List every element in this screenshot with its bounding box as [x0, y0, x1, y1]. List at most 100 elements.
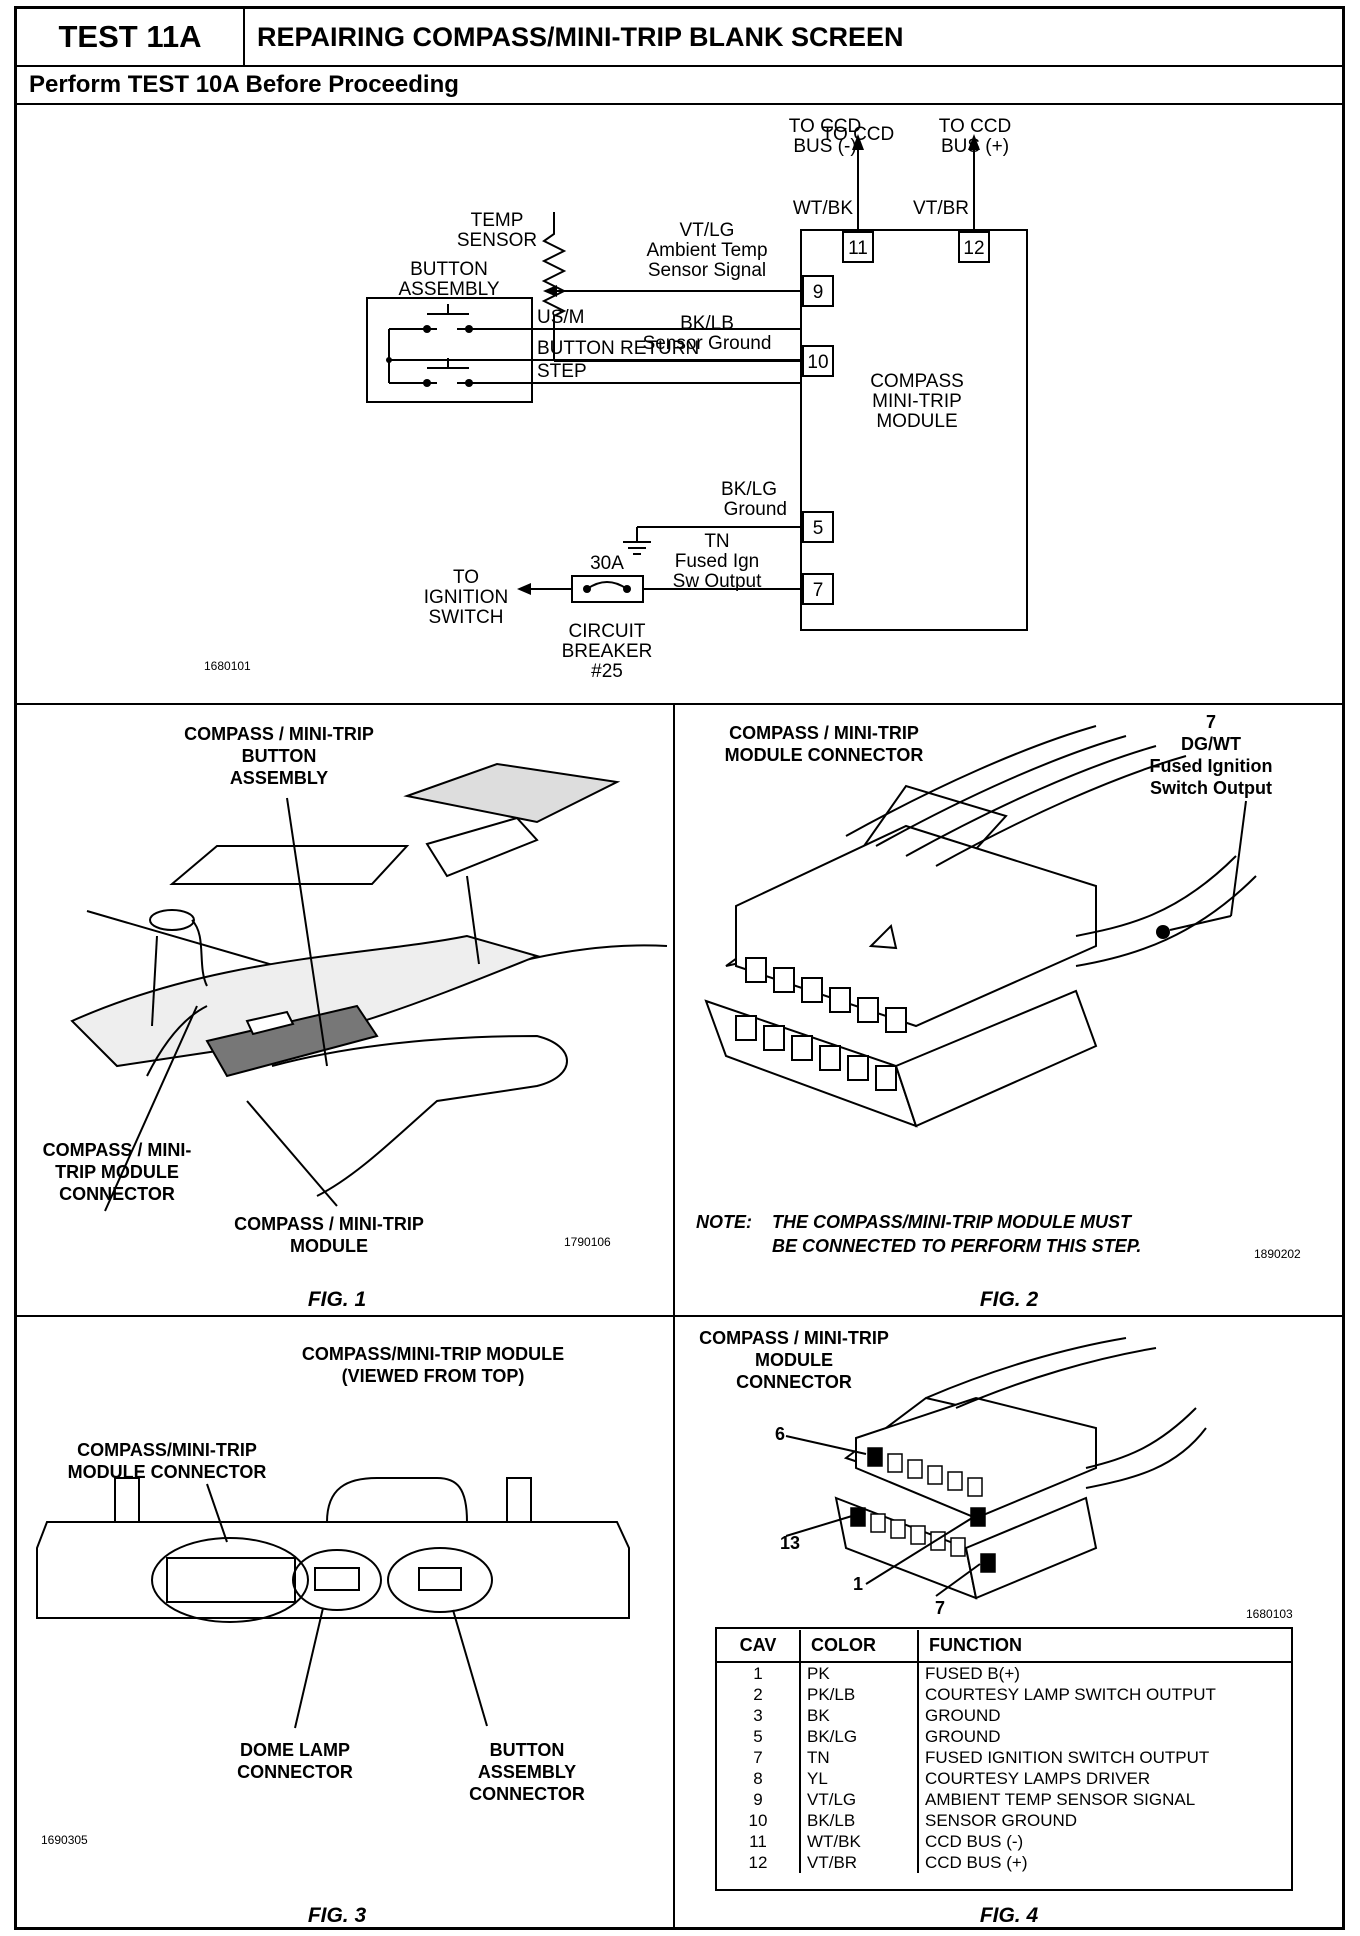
ignition-label: IGNITION: [424, 587, 508, 608]
cell-color: PK/LB: [799, 1684, 918, 1705]
fig1-caption: FIG. 1: [308, 1288, 366, 1311]
cell-color: WT/BK: [799, 1831, 918, 1852]
amp-label: 30A: [590, 553, 624, 574]
fig4-label-2: MODULE: [755, 1350, 833, 1370]
fig1-label-3: ASSEMBLY: [230, 768, 328, 788]
fig2-note-2: BE CONNECTED TO PERFORM THIS STEP.: [772, 1236, 1141, 1256]
schematic-code: 1680101: [204, 659, 251, 673]
fig3-title-1: COMPASS/MINI-TRIP MODULE: [302, 1344, 564, 1364]
wire-vtbr: VT/BR: [913, 198, 969, 219]
cell-cav: 10: [748, 1811, 768, 1830]
fig1-label-1: COMPASS / MINI-TRIP: [184, 724, 374, 744]
fig4-pin-1: 1: [853, 1574, 863, 1594]
cell-color: PK: [799, 1662, 918, 1684]
cell-cav: 8: [753, 1769, 763, 1788]
fig2-label-1: COMPASS / MINI-TRIP: [729, 723, 919, 743]
fig1-connector-2: TRIP MODULE: [55, 1162, 179, 1182]
fig3-button-1: BUTTON: [490, 1740, 565, 1760]
ccd-plus-l1: TO CCD: [939, 116, 1011, 137]
fig1-module-2: MODULE: [290, 1236, 368, 1256]
vtlg-label: VT/LG: [680, 220, 735, 241]
cell-function: CCD BUS (+): [917, 1852, 1291, 1873]
ccd-minus-l1: TO CCD: [789, 116, 861, 137]
cell-function: COURTESY LAMP SWITCH OUTPUT: [917, 1684, 1291, 1705]
header-bar: TEST 11A REPAIRING COMPASS/MINI-TRIP BLA…: [17, 9, 1342, 67]
pin-9: 9: [813, 282, 824, 303]
button-return-label: BUTTON RETURN: [537, 338, 699, 359]
cell-function: FUSED IGNITION SWITCH OUTPUT: [917, 1747, 1291, 1768]
fig2-illustration: COMPASS / MINI-TRIP MODULE CONNECTOR 7 D…: [696, 712, 1301, 1311]
cell-function: COURTESY LAMPS DRIVER: [917, 1768, 1291, 1789]
cell-function: SENSOR GROUND: [917, 1810, 1291, 1831]
cell-function: GROUND: [917, 1705, 1291, 1726]
ccd-minus-l2: BUS (-): [793, 136, 856, 157]
cell-cav: 5: [753, 1727, 763, 1746]
fig2-caption: FIG. 2: [980, 1288, 1039, 1311]
fig1-connector-1: COMPASS / MINI-: [43, 1140, 192, 1160]
assembly-label: ASSEMBLY: [398, 279, 499, 300]
fig2-wire-desc-1: Fused Ignition: [1150, 756, 1273, 776]
page-title: REPAIRING COMPASS/MINI-TRIP BLANK SCREEN: [257, 22, 904, 52]
fig1-label-2: BUTTON: [242, 746, 317, 766]
ccd-plus-l2: BUS (+): [941, 136, 1009, 157]
fig3-connector-2: MODULE CONNECTOR: [68, 1462, 267, 1482]
cell-color: VT/LG: [799, 1789, 918, 1810]
pin-7: 7: [813, 580, 824, 601]
circuit-label: CIRCUIT: [568, 621, 645, 642]
fig2-note-1: THE COMPASS/MINI-TRIP MODULE MUST: [772, 1212, 1133, 1232]
pin-12: 12: [963, 238, 984, 259]
col-cav: CAV: [717, 1630, 800, 1663]
cell-function: GROUND: [917, 1726, 1291, 1747]
fig3-connector-1: COMPASS/MINI-TRIP: [77, 1440, 257, 1460]
fig3-caption: FIG. 3: [308, 1904, 367, 1927]
fig3-dome-lamp-1: DOME LAMP: [240, 1740, 350, 1760]
fig1-code: 1790106: [564, 1235, 611, 1249]
test-number: TEST 11A: [17, 9, 245, 65]
switch-label: SWITCH: [429, 607, 504, 628]
fig4-label-1: COMPASS / MINI-TRIP: [699, 1328, 889, 1348]
cell-color: TN: [799, 1747, 918, 1768]
cell-function: CCD BUS (-): [917, 1831, 1291, 1852]
fig1-connector-3: CONNECTOR: [59, 1184, 175, 1204]
bklb-label: BK/LB: [680, 313, 734, 334]
fig4-caption: FIG. 4: [980, 1904, 1039, 1927]
cell-cav: 2: [753, 1685, 763, 1704]
cell-cav: 7: [753, 1748, 763, 1767]
cell-cav: 1: [753, 1664, 763, 1683]
bklg-label: BK/LG: [721, 479, 777, 500]
sensor-signal-label: Sensor Signal: [648, 260, 766, 281]
sw-output-label: Sw Output: [673, 571, 762, 592]
pin-5: 5: [813, 518, 824, 539]
cavity-table-frame: [715, 1627, 1293, 1891]
fig3-illustration: COMPASS/MINI-TRIP MODULE (VIEWED FROM TO…: [36, 1344, 630, 1927]
fig4-label-3: CONNECTOR: [736, 1372, 852, 1392]
fig1-illustration: COMPASS / MINI-TRIP BUTTON ASSEMBLY COMP…: [43, 724, 668, 1311]
fig4-code: 1680103: [1246, 1607, 1293, 1621]
breaker-label: BREAKER: [562, 641, 653, 662]
wire-wtbk: WT/BK: [793, 198, 853, 219]
fig4-pin-7: 7: [935, 1598, 945, 1618]
cavity-table-header: CAV COLOR FUNCTION: [717, 1630, 1291, 1663]
module-box: [800, 229, 1028, 631]
fig2-wire-color: DG/WT: [1181, 734, 1241, 754]
temp-label: TEMP: [471, 210, 524, 231]
module-label-1: COMPASS: [870, 371, 964, 392]
tn-label: TN: [704, 531, 729, 552]
module-label-2: MINI-TRIP: [872, 391, 962, 412]
fig3-dome-lamp-2: CONNECTOR: [237, 1762, 353, 1782]
subheader: Perform TEST 10A Before Proceeding: [17, 65, 1342, 105]
button-label: BUTTON: [410, 259, 488, 280]
fig3-title-2: (VIEWED FROM TOP): [342, 1366, 525, 1386]
sensor-label: SENSOR: [457, 230, 537, 251]
fig4-illustration: COMPASS / MINI-TRIP MODULE CONNECTOR 6 1…: [699, 1328, 1293, 1927]
fig3-code: 1690305: [41, 1833, 88, 1847]
cell-cav: 12: [748, 1853, 768, 1872]
